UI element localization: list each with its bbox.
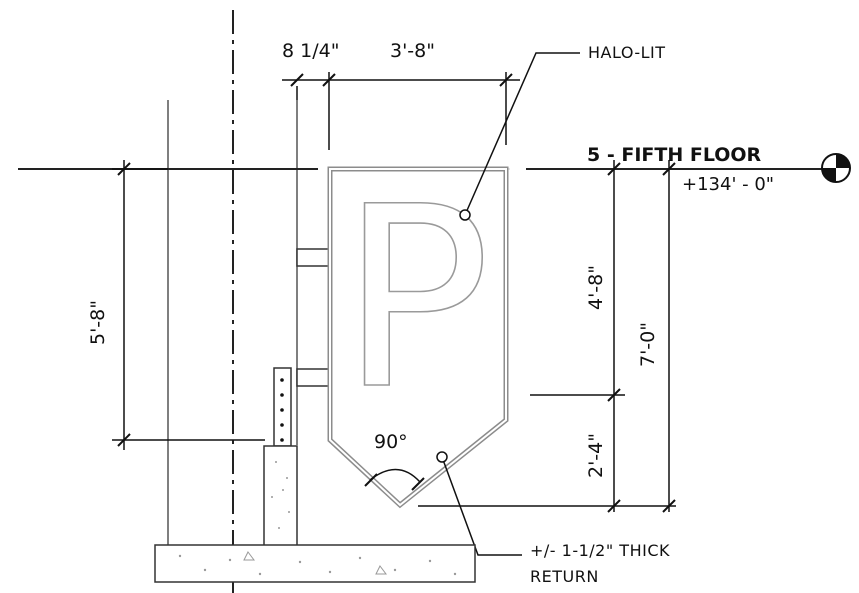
- level-marker-icon: [821, 153, 851, 183]
- note-return-line2: RETURN: [530, 567, 599, 586]
- level-name: 5 - FIFTH FLOOR: [587, 144, 762, 166]
- sign-cabinet: [327, 166, 509, 509]
- concrete-slab: [154, 544, 476, 583]
- left-dimension: [112, 160, 265, 450]
- concrete-post: [263, 445, 298, 547]
- anchor-plate: [273, 367, 292, 447]
- angle-ticks: [364, 473, 425, 491]
- column-lines: [167, 100, 298, 545]
- dimension-angle: 90°: [374, 431, 408, 453]
- note-halo-lit: HALO-LIT: [588, 43, 666, 62]
- dimension-upper-height: 4'-8": [585, 265, 607, 310]
- note-return-line1: +/- 1-1/2" THICK: [530, 541, 670, 560]
- top-dimension: [282, 72, 520, 150]
- dimension-overall-height: 7'-0": [637, 322, 659, 367]
- dimension-left-height: 5'-8": [87, 300, 109, 345]
- return-leader: [436, 451, 522, 556]
- dimension-point-height: 2'-4": [585, 433, 607, 478]
- dimension-sign-width: 3'-8": [390, 40, 435, 62]
- mounting-brackets: [296, 248, 331, 387]
- halo-lit-leader: [459, 52, 580, 221]
- right-dimensions: [418, 160, 676, 513]
- level-elevation: +134' - 0": [682, 174, 774, 195]
- dimension-standoff: 8 1/4": [282, 40, 339, 62]
- sign-letter-p: P: [340, 153, 491, 444]
